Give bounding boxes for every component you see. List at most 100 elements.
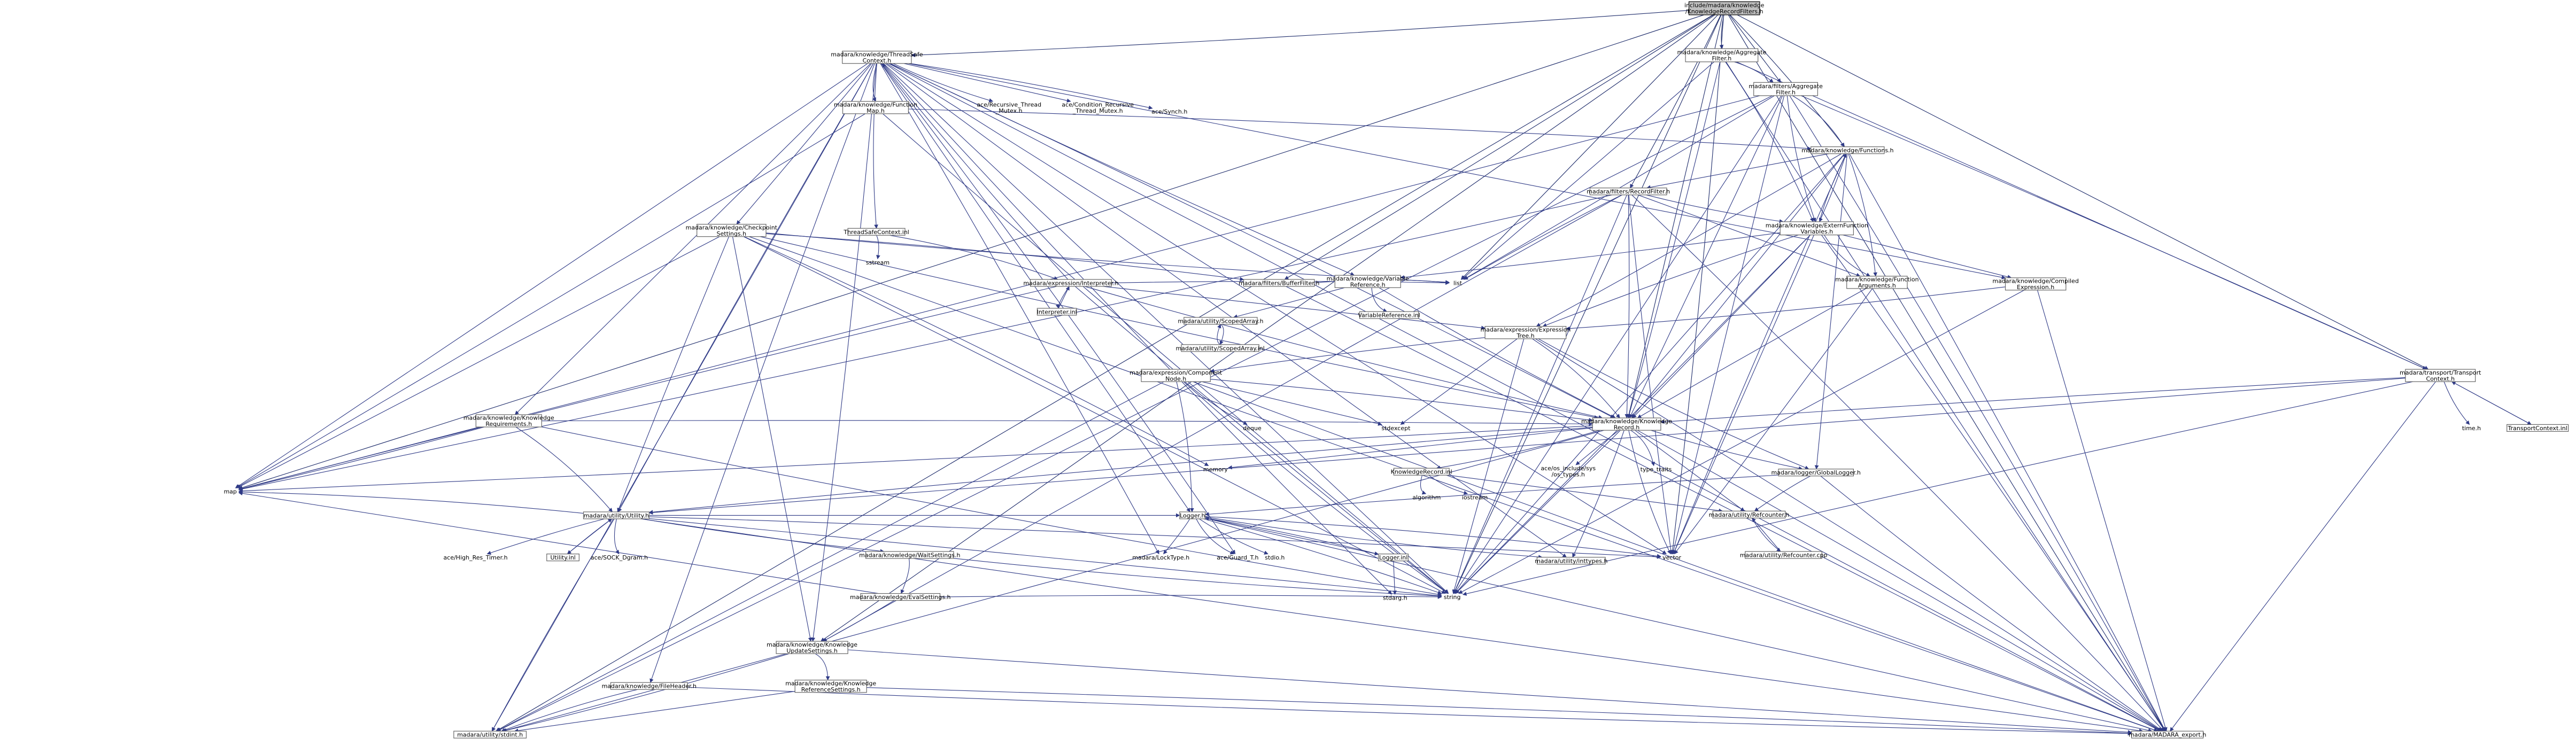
edge-krec-to-aceinc — [1575, 430, 1619, 465]
node-waitset[interactable]: madara/knowledge/WaitSettings.h — [859, 551, 960, 559]
node-scopedarr[interactable]: madara/utility/ScopedArray.h — [1178, 317, 1264, 325]
node-sock: ace/SOCK_Dgram.h — [591, 554, 648, 561]
edge-fagg-to-string — [1454, 95, 1782, 594]
node-scopedarr_inl[interactable]: madara/utility/ScopedArray.inl — [1175, 344, 1265, 352]
edge-krec-to-map — [238, 425, 1593, 493]
node-label: map — [224, 488, 237, 495]
node-functions[interactable]: madara/knowledge/Functions.h — [1801, 146, 1894, 154]
node-map: map — [224, 488, 237, 495]
node-interp_inl[interactable]: Interpreter.inl — [1037, 308, 1077, 316]
edge-tsc-to-synch — [910, 63, 1153, 110]
edge-compnode-to-krec — [1210, 379, 1593, 422]
node-root[interactable]: include/madara/knowledge/KnowledgeRecord… — [1684, 1, 1765, 15]
edge-logger-to-inttypes — [1205, 516, 1543, 560]
node-logger_inl[interactable]: Logger.inl — [1378, 553, 1409, 562]
edge-functionargs-to-vector — [1674, 288, 1873, 555]
edge-kupdate-to-stdint — [502, 653, 790, 733]
node-tsc[interactable]: madara/knowledge/ThreadSafeContext.h — [831, 50, 923, 65]
node-box — [1811, 146, 1885, 154]
edge-transport-to-utility — [648, 378, 2405, 515]
edge-fagg-to-stdint — [497, 95, 1773, 732]
node-fileheader[interactable]: madara/knowledge/FileHeader.h — [602, 682, 697, 690]
edge-root-to-map — [238, 14, 1704, 490]
edge-extern-to-functionargs — [1824, 235, 1871, 277]
node-box — [842, 101, 909, 114]
node-box — [1183, 317, 1258, 325]
node-recfilt[interactable]: madara/filters/RecordFilter.h — [1587, 188, 1670, 196]
node-kupdate[interactable]: madara/knowledge/KnowledgeUpdateSettings… — [767, 641, 857, 655]
node-label: deque — [1243, 425, 1262, 432]
node-globallog[interactable]: madara/logger/GlobalLogger.h — [1772, 469, 1861, 477]
node-label: Logger.h — [1180, 512, 1205, 519]
node-label: ace/os_include/sys — [1541, 465, 1596, 472]
node-krefset[interactable]: madara/knowledge/KnowledgeReferenceSetti… — [785, 679, 876, 693]
node-label: ace/Recursive_Thread — [977, 102, 1041, 108]
node-inttypes[interactable]: madara/utility/inttypes.h — [1535, 557, 1607, 565]
node-label: Tree.h — [1516, 332, 1534, 339]
edge-fileheader-to-export — [687, 687, 2132, 736]
node-krec[interactable]: madara/knowledge/KnowledgeRecord.h — [1581, 417, 1672, 431]
edge-checkpoint-to-export — [749, 236, 2158, 732]
edge-root-to-vector — [1670, 14, 1724, 555]
node-export[interactable]: madara/MADARA_export.h — [2129, 731, 2206, 739]
edge-tsc-to-locktype — [880, 63, 1159, 555]
node-label: madara/knowledge/Aggregate — [1677, 49, 1766, 56]
node-tsc_inl[interactable]: ThreadSafeContext.inl — [843, 228, 909, 236]
edge-krec_inl-to-refcounter — [1448, 475, 1723, 513]
edge-evalset-to-map — [238, 491, 879, 594]
edge-utility-to-hrt — [486, 518, 605, 555]
edge-transport-to-string — [1462, 381, 2413, 596]
node-label: madara/utility/ScopedArray.inl — [1175, 345, 1264, 352]
node-box — [2131, 731, 2204, 739]
node-vector: vector — [1662, 554, 1681, 561]
node-utility[interactable]: madara/utility/Utility.h — [583, 511, 650, 519]
node-refcounter_cpp[interactable]: madara/utility/Refcounter.cpp — [1740, 551, 1828, 559]
edge-tsc-to-vector — [886, 63, 1667, 555]
node-varref_inl[interactable]: VariableReference.inl — [1358, 311, 1420, 319]
node-extern[interactable]: madara/knowledge/ExternFunctionVariables… — [1766, 221, 1868, 236]
edge-extern-to-compexpr — [1843, 235, 2012, 279]
edge-fagg-to-list — [1463, 95, 1775, 280]
node-utility_inl[interactable]: Utility.inl — [546, 553, 579, 562]
edge-functions-to-krec — [1631, 153, 1845, 418]
edge-tsc-to-krec — [889, 63, 1615, 418]
edge-extern-to-varref — [1400, 232, 1781, 279]
edge-tsc-to-kupdate — [811, 63, 877, 642]
edge-extern-to-krec — [1632, 235, 1811, 418]
node-label: Arguments.h — [1858, 282, 1896, 289]
node-krec_inl[interactable]: KnowledgeRecord.inl — [1391, 468, 1452, 476]
node-box — [2005, 277, 2067, 291]
node-interp[interactable]: madara/expression/Interpreter.h — [1023, 279, 1118, 287]
edge-krec_inl-to-algorithm — [1420, 475, 1427, 495]
node-transport[interactable]: madara/transport/TransportContext.h — [2400, 369, 2481, 383]
edge-compnode-to-export — [1193, 381, 2159, 732]
edge-tsc-to-stdint — [491, 63, 874, 732]
node-refcounter[interactable]: madara/utility/Refcounter.h — [1709, 510, 1790, 519]
node-transport_inl[interactable]: TransportContext.inl — [2507, 424, 2569, 432]
edge-tsc-to-logger — [880, 63, 1190, 512]
node-stdint[interactable]: madara/utility/stdint.h — [453, 731, 527, 739]
edge-interp-to-exprtree — [1102, 286, 1486, 330]
node-varref[interactable]: madara/knowledge/VariableReference.h — [1327, 275, 1409, 289]
node-logger[interactable]: Logger.h — [1179, 511, 1206, 519]
edge-krec_inl-to-iostream — [1428, 475, 1468, 495]
edge-extern-to-exprtree — [1542, 235, 1799, 327]
node-memory: memory — [1203, 466, 1228, 473]
edge-tsc-to-inttypes — [885, 63, 1567, 558]
edge-compnode-to-deque — [1185, 381, 1248, 425]
node-box — [1778, 469, 1854, 477]
edge-varref-to-varref_inl — [1371, 287, 1388, 313]
node-buffilt[interactable]: madara/filters/BufferFilter.h — [1239, 279, 1319, 287]
node-evalset[interactable]: madara/knowledge/EvalSettings.h — [850, 593, 950, 601]
edge-checkpoint-to-buffilt — [765, 233, 1244, 282]
edge-funcmap-to-string — [883, 113, 1449, 594]
